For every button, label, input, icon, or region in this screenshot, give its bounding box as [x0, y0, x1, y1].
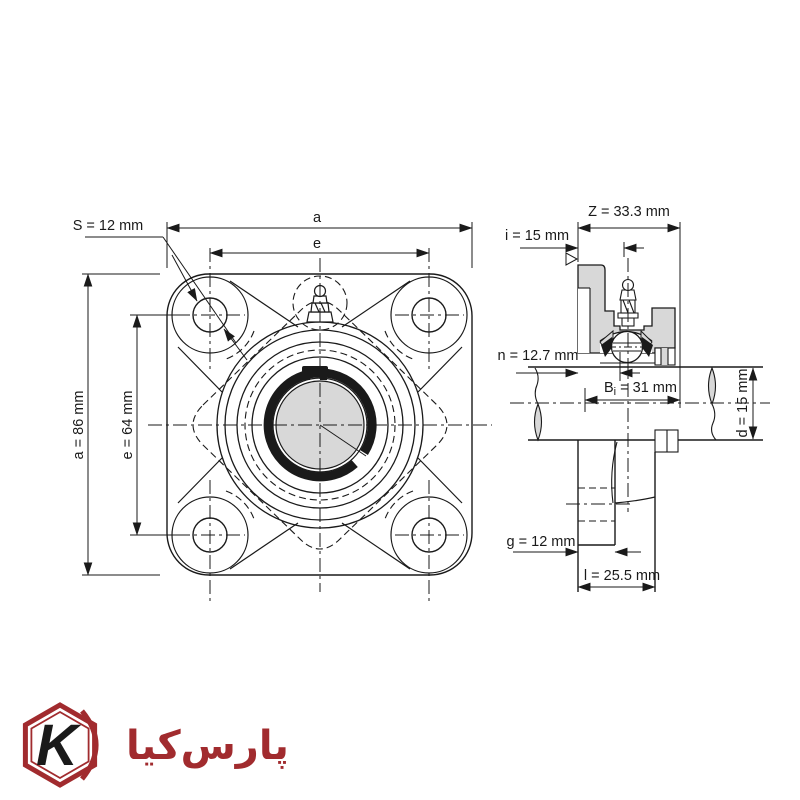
hidden-back-diamond [192, 300, 448, 550]
plate-notch [578, 288, 590, 353]
shaft-break-left [533, 367, 543, 442]
dim-s-leader [85, 236, 248, 361]
datum-triangle [565, 252, 579, 266]
dim-label-S: S = 12 mm [73, 218, 144, 234]
badge-hexagon-outer [22, 702, 98, 788]
dim-label-l: l = 25.5 mm [584, 568, 660, 584]
dim-label-Z: Z = 33.3 mm [588, 204, 670, 220]
dim-n [516, 352, 640, 381]
dim-label-a: a = 86 mm [71, 391, 87, 460]
dim-label-n: n = 12.7 mm [498, 348, 579, 364]
badge-hexagon-inner [30, 710, 90, 780]
dim-label-e: e = 64 mm [120, 391, 136, 460]
side-dimensions [513, 222, 758, 592]
side-view [510, 258, 770, 592]
front-view [148, 248, 492, 602]
hidden-bore-circle [244, 349, 396, 501]
shaft-break-right [707, 366, 717, 441]
bearing-ball [608, 330, 646, 364]
dim-label-i: i = 15 mm [505, 228, 569, 244]
badge-arc-inner [84, 717, 97, 773]
dimension-labels: S = 12 mm a e a = 86 mm e = 64 mm Z = 33… [71, 204, 751, 584]
dim-label-Bi: Bi = 31 mm [604, 380, 677, 398]
shaft [528, 366, 763, 441]
dim-i [520, 242, 644, 266]
chamfer-line [319, 424, 367, 457]
dim-label-d: d = 15 mm [735, 369, 751, 438]
badge-monogram: K [36, 713, 82, 778]
dim-label-a-span: a [313, 210, 322, 226]
hidden-boss-arcs [225, 330, 414, 520]
collar-block-top [654, 347, 676, 366]
front-centerlines [148, 248, 492, 602]
brand-text: پارس‌کیا [126, 722, 289, 769]
dim-label-g: g = 12 mm [507, 534, 576, 550]
dim-Z [577, 222, 681, 408]
brand-logo: K پارس‌کیا [20, 698, 289, 793]
housing-section [577, 264, 676, 354]
brand-badge: K [22, 702, 99, 788]
locking-collar-ring [263, 368, 377, 482]
dim-label-e-span: e [313, 236, 321, 252]
dim-Bi [584, 388, 681, 412]
set-screw [302, 366, 328, 380]
dim-a-span [166, 222, 473, 268]
flange-lower [566, 429, 679, 592]
cast-ribs [177, 280, 463, 570]
front-dimensions [82, 222, 473, 576]
dim-e-left [130, 314, 177, 536]
outer-ring-sections [599, 329, 653, 357]
dim-a-left [82, 273, 160, 576]
